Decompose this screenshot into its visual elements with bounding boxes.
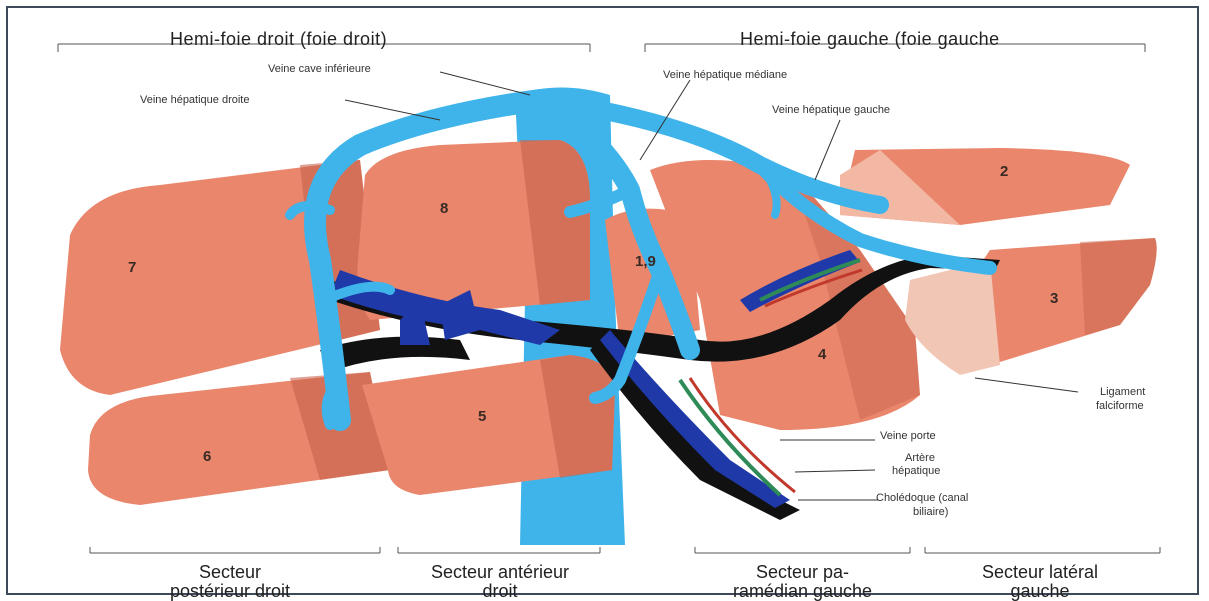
sector-left-lateral-line1: Secteur latéral	[945, 563, 1135, 582]
bile-duct-label-line1: Cholédoque (canal	[876, 492, 968, 504]
sector-left-lateral-line2: gauche	[945, 582, 1135, 601]
ivc-label: Veine cave inférieure	[268, 63, 371, 75]
segment-6-number: 6	[203, 448, 211, 465]
sector-right-posterior: Secteur postérieur droit	[130, 563, 330, 601]
sector-right-posterior-line2: postérieur droit	[130, 582, 330, 601]
sector-left-paramedian: Secteur pa- ramédian gauche	[700, 563, 905, 601]
sector-left-paramedian-line1: Secteur pa-	[700, 563, 905, 582]
segment-7-number: 7	[128, 259, 136, 276]
sector-right-anterior-line2: droit	[395, 582, 605, 601]
falciform-ligament-label-line1: Ligament	[1100, 386, 1145, 398]
falciform-ligament-label-line2: falciforme	[1096, 400, 1144, 412]
segment-5-number: 5	[478, 408, 486, 425]
segment-4-number: 4	[818, 346, 826, 363]
segment-2-lobe	[840, 148, 1130, 225]
sector-left-lateral: Secteur latéral gauche	[945, 563, 1135, 601]
portal-vein-label: Veine porte	[880, 430, 936, 442]
segment-1-9-number: 1,9	[635, 253, 656, 270]
hepatic-artery-label-line2: hépatique	[892, 465, 940, 477]
sector-left-paramedian-line2: ramédian gauche	[700, 582, 905, 601]
segment-3-number: 3	[1050, 290, 1058, 307]
segment-5-lobe	[362, 355, 615, 495]
segment-2-number: 2	[1000, 163, 1008, 180]
left-hepatic-vein-label: Veine hépatique gauche	[772, 104, 890, 116]
sector-right-anterior-line1: Secteur antérieur	[395, 563, 605, 582]
bile-duct-label-line2: biliaire)	[913, 506, 948, 518]
hepatic-artery-label-line1: Artère	[905, 452, 935, 464]
segment-8-number: 8	[440, 200, 448, 217]
sector-right-posterior-line1: Secteur	[130, 563, 330, 582]
sector-right-anterior: Secteur antérieur droit	[395, 563, 605, 601]
middle-hepatic-vein-label: Veine hépatique médiane	[663, 69, 787, 81]
left-liver-header: Hemi-foie gauche (foie gauche	[740, 29, 1000, 50]
right-liver-header: Hemi-foie droit (foie droit)	[170, 29, 387, 50]
right-hepatic-vein-label: Veine hépatique droite	[140, 94, 249, 106]
sector-brackets	[90, 547, 1160, 553]
